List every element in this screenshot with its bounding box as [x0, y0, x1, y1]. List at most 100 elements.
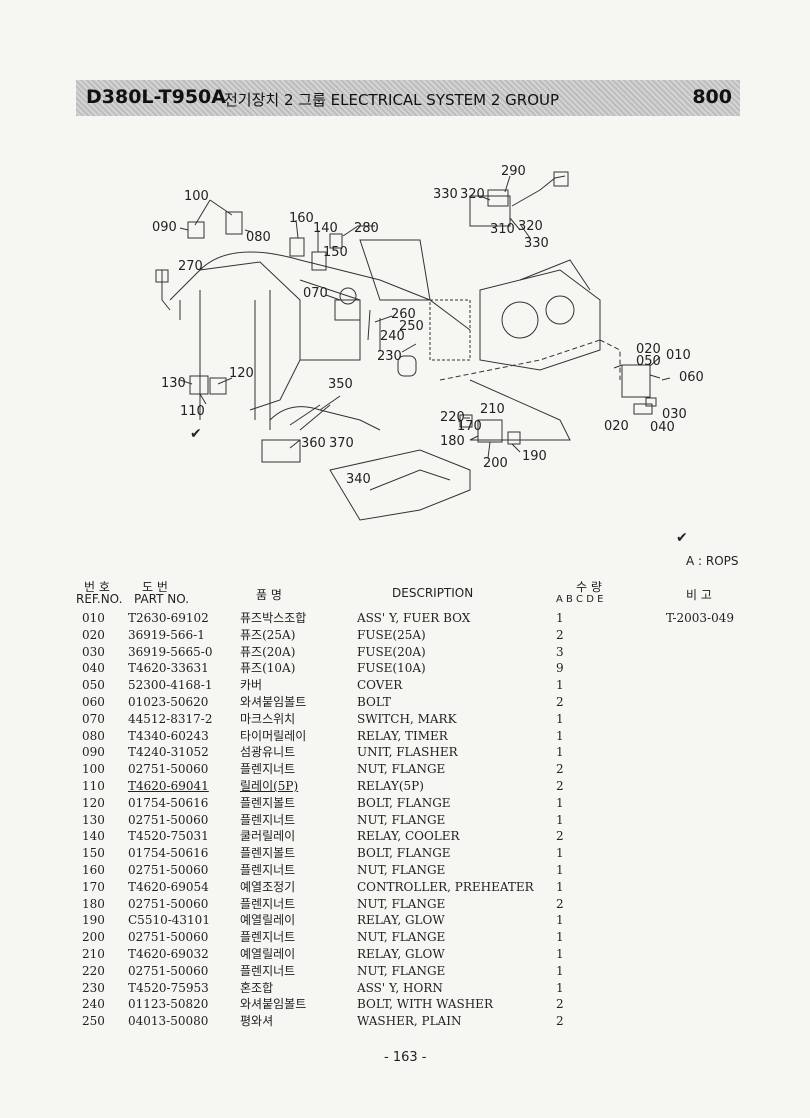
ref-number: 230: [82, 980, 105, 995]
part-number: T2630-69102: [128, 611, 209, 625]
description: FUSE(25A): [357, 627, 426, 642]
callout-340: 340: [346, 472, 371, 487]
korean-name: 혼조합: [240, 980, 274, 995]
part-number: 52300-4168-1: [128, 678, 213, 693]
remark-header-kor: 비 고: [686, 588, 712, 602]
korean-name: 플렌지너트: [240, 812, 296, 827]
description: RELAY, GLOW: [357, 946, 445, 961]
group-code: 800: [692, 86, 732, 108]
ref-number: 180: [82, 896, 105, 911]
callout-090: 090: [152, 220, 177, 235]
callout-190: 190: [522, 449, 547, 464]
quantity: 2: [556, 997, 564, 1012]
ref-number: 160: [82, 862, 105, 877]
quantity: 1: [556, 611, 564, 625]
part-number: 01123-50820: [128, 997, 209, 1012]
description: NUT, FLANGE: [357, 930, 446, 945]
part-number: 02751-50060: [128, 762, 209, 777]
callout-360: 360: [301, 436, 326, 451]
ref-number: 210: [82, 946, 105, 961]
part-number: 01754-50616: [128, 846, 209, 861]
quantity: 1: [556, 879, 564, 894]
description: BOLT: [357, 694, 391, 709]
quantity: 3: [556, 644, 564, 659]
section-header: D380L-T950A 전기장치 2 그룹 ELECTRICAL SYSTEM …: [76, 80, 740, 116]
ref-number: 080: [82, 728, 105, 743]
ref-header-eng: REF.NO.: [76, 592, 123, 606]
quantity: 1: [556, 963, 564, 978]
description: RELAY, TIMER: [357, 728, 448, 743]
callout-370: 370: [329, 436, 354, 451]
part-number: 36919-5665-0: [128, 644, 213, 659]
group-title: 전기장치 2 그룹 ELECTRICAL SYSTEM 2 GROUP: [224, 91, 560, 109]
quantity: 1: [556, 862, 564, 877]
korean-name: 마크스위치: [240, 711, 296, 726]
callout-030: 030: [662, 407, 687, 422]
ref-number: 140: [82, 829, 105, 844]
korean-name: 쿨러릴레이: [240, 829, 296, 844]
page-number: - 163 -: [384, 1050, 427, 1065]
quantity: 1: [556, 711, 564, 726]
ref-number: 220: [82, 963, 105, 978]
description: RELAY(5P): [357, 778, 424, 793]
callout-170: 170: [457, 419, 482, 434]
rops-note: A : ROPS: [686, 554, 739, 568]
ref-number: 090: [82, 745, 105, 760]
korean-name: 플렌지너트: [240, 930, 296, 945]
description: NUT, FLANGE: [357, 963, 446, 978]
korean-name: 와셔붙임볼트: [240, 997, 307, 1012]
callout-330-bottom: 330: [524, 236, 549, 251]
callout-180: 180: [440, 434, 465, 449]
part-number: T4620-69054: [128, 879, 209, 894]
name-header-kor: 품 명: [256, 588, 282, 602]
quantity: 1: [556, 946, 564, 961]
model-code: D380L-T950A: [86, 86, 226, 108]
description: RELAY, COOLER: [357, 829, 460, 844]
korean-name: 퓨즈(10A): [240, 661, 296, 676]
quantity: 2: [556, 1014, 564, 1029]
quantity: 1: [556, 728, 564, 743]
callout-320-top: 320: [460, 187, 485, 202]
callout-070: 070: [303, 286, 328, 301]
ref-number: 240: [82, 997, 105, 1012]
part-header-kor: 도 번: [142, 580, 168, 594]
description: BOLT, FLANGE: [357, 846, 451, 861]
quantity: 2: [556, 829, 564, 844]
callout-290: 290: [501, 164, 526, 179]
korean-name: 평와셔: [240, 1014, 274, 1029]
ref-number: 060: [82, 694, 105, 709]
ref-number: 030: [82, 644, 105, 659]
korean-name: 예열릴레이: [240, 913, 296, 928]
description: ASS' Y, FUER BOX: [357, 611, 471, 625]
quantity: 1: [556, 913, 564, 928]
ref-number: 100: [82, 762, 105, 777]
description: NUT, FLANGE: [357, 812, 446, 827]
ref-number: 070: [82, 711, 105, 726]
part-number: T4520-75031: [128, 829, 209, 844]
part-number: 04013-50080: [128, 1014, 209, 1029]
description-header: DESCRIPTION: [392, 586, 474, 600]
korean-name: 플렌지너트: [240, 896, 296, 911]
part-number: T4240-31052: [128, 745, 209, 760]
ref-number: 010: [82, 611, 105, 625]
callout-010: 010: [666, 348, 691, 363]
description: NUT, FLANGE: [357, 762, 446, 777]
part-number: 02751-50060: [128, 930, 209, 945]
korean-name: 퓨즈(20A): [240, 644, 296, 659]
callout-020-bottom: 020: [604, 419, 629, 434]
quantity: 1: [556, 980, 564, 995]
quantity: 1: [556, 846, 564, 861]
part-number: T4620-69032: [128, 946, 209, 961]
ref-number: 190: [82, 913, 105, 928]
